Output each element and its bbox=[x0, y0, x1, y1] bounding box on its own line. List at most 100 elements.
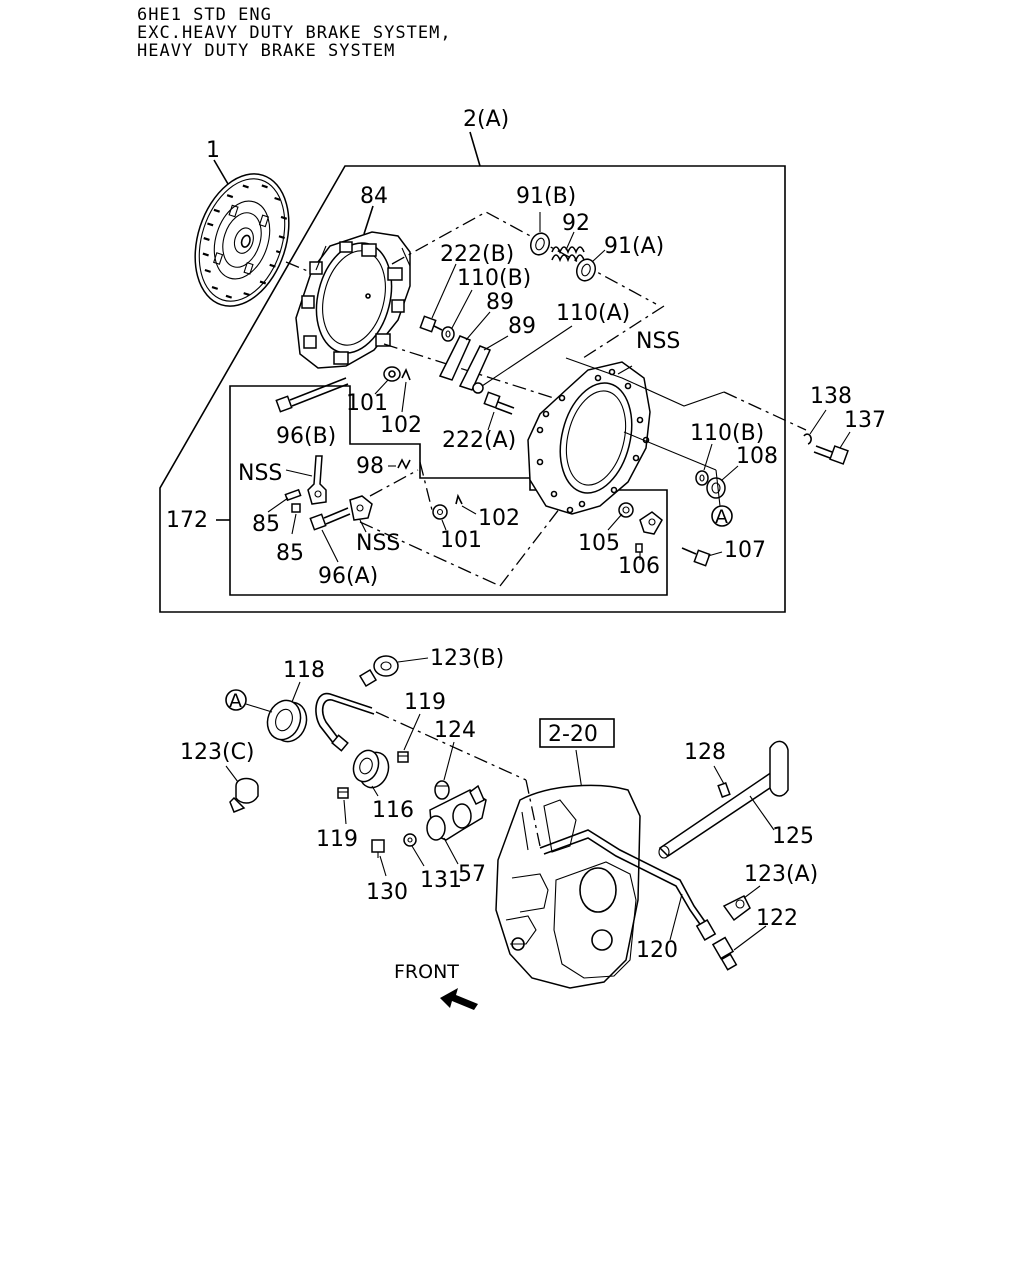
washer-part-110b-top bbox=[441, 326, 455, 342]
disc-center-dashed-line bbox=[285, 261, 311, 273]
assembly-2a-leader bbox=[469, 131, 481, 167]
callout-nss-bottom: NSS bbox=[356, 531, 400, 556]
callout-110b-right: 110(B) bbox=[690, 421, 764, 446]
washer-part-101-bottom bbox=[432, 504, 448, 520]
nut-part-105 bbox=[618, 502, 634, 518]
clip-part-102-top bbox=[401, 368, 411, 381]
callout-123c-leader bbox=[225, 765, 239, 783]
callout-131-leader bbox=[411, 845, 425, 867]
release-lever-nss bbox=[307, 455, 327, 505]
callout-89a-leader bbox=[465, 311, 491, 341]
callout-172: 172 bbox=[166, 508, 208, 533]
callout-96a-leader bbox=[321, 529, 339, 563]
callout-85b: 85 bbox=[276, 541, 304, 566]
callout-120-leader bbox=[669, 893, 683, 941]
callout-107-leader bbox=[707, 551, 723, 557]
callout-marker-a-top: A bbox=[715, 506, 728, 528]
callout-91b: 91(B) bbox=[516, 184, 576, 209]
callout-101-bottom-leader bbox=[441, 519, 447, 531]
hose-pipe-upper bbox=[315, 692, 375, 752]
clutch-disc-part-1 bbox=[194, 173, 290, 307]
callout-102-bottom: 102 bbox=[478, 506, 520, 531]
callout-123a-leader bbox=[743, 885, 761, 899]
bolt-part-222a bbox=[483, 391, 515, 415]
bolt-part-137 bbox=[813, 445, 849, 465]
washer-part-138 bbox=[803, 433, 812, 445]
reference-marker-a-top bbox=[711, 505, 733, 527]
fitting-part-122 bbox=[711, 936, 738, 971]
spring-part-92 bbox=[551, 246, 585, 263]
callout-122-leader bbox=[733, 925, 767, 951]
clip-part-123c bbox=[229, 777, 259, 813]
callout-85b-leader bbox=[291, 513, 297, 535]
callout-92: 92 bbox=[562, 211, 590, 236]
callout-222a-leader bbox=[487, 411, 495, 431]
header-line-2: EXC.HEAVY DUTY BRAKE SYSTEM, bbox=[137, 23, 452, 43]
callout-123a: 123(A) bbox=[744, 862, 818, 887]
hose-dashed-line bbox=[375, 711, 527, 781]
callout-102-top-leader bbox=[401, 381, 407, 413]
callout-124-leader bbox=[443, 741, 455, 781]
callout-137-leader bbox=[839, 431, 851, 449]
front-direction-arrow bbox=[440, 988, 478, 1010]
callout-nss-left: NSS bbox=[238, 461, 282, 486]
nut-part-108 bbox=[706, 477, 726, 499]
callout-124: 124 bbox=[434, 718, 476, 743]
callout-138-leader bbox=[809, 409, 827, 435]
callout-nss-top: NSS bbox=[636, 329, 680, 354]
callout-98: 98 bbox=[356, 454, 384, 479]
callout-118: 118 bbox=[283, 658, 325, 683]
callout-222b-leader bbox=[431, 263, 457, 319]
callout-119-bottom: 119 bbox=[316, 827, 358, 852]
strap-plate-part-89 bbox=[438, 335, 492, 391]
marker-a-top-leader bbox=[715, 469, 721, 507]
callout-85a-leader bbox=[267, 497, 289, 513]
washer-part-101-top bbox=[383, 366, 401, 382]
callout-110a: 110(A) bbox=[556, 301, 630, 326]
callout-130-leader bbox=[379, 855, 387, 877]
pipe-part-120 bbox=[539, 829, 717, 941]
callout-119-top-leader bbox=[403, 713, 421, 751]
shaft-part-125 bbox=[658, 740, 789, 859]
part-98-dashed-link bbox=[419, 461, 433, 511]
clutch-housing bbox=[495, 784, 641, 989]
reference-box-2-20 bbox=[539, 718, 615, 748]
header-line-1: 6HE1 STD ENG bbox=[137, 5, 272, 25]
callout-marker-a-bottom: A bbox=[229, 690, 242, 712]
callout-2-20: 2-20 bbox=[548, 722, 598, 747]
plate-guide-dashed-line bbox=[391, 211, 657, 305]
callout-89a: 89 bbox=[486, 290, 514, 315]
callout-130: 130 bbox=[366, 880, 408, 905]
callout-108: 108 bbox=[736, 444, 778, 469]
callout-91a-leader bbox=[591, 249, 606, 263]
release-bearing-part-118 bbox=[266, 699, 308, 743]
pin-part-85-top bbox=[284, 488, 302, 502]
callout-96b: 96(B) bbox=[276, 424, 336, 449]
callout-2a: 2(A) bbox=[463, 107, 509, 132]
callout-102-bottom-leader bbox=[461, 505, 477, 515]
clip-part-102-bottom bbox=[455, 493, 463, 505]
callout-119-bottom-leader bbox=[343, 799, 347, 825]
callout-1-leader bbox=[213, 159, 229, 185]
marker-a-bottom-leader bbox=[245, 703, 273, 713]
release-fork-part-57 bbox=[426, 784, 487, 841]
nut-part-110a bbox=[472, 382, 484, 394]
cover-right-dashed-line bbox=[579, 305, 665, 361]
callout-116: 116 bbox=[372, 798, 414, 823]
callout-labels: 1 2(A) 84 91(B) 92 91(A) 222(B) 110(B) 8… bbox=[166, 107, 886, 983]
callout-57: 57 bbox=[458, 862, 486, 887]
washer-part-110b-right bbox=[695, 470, 709, 486]
bolt-part-107 bbox=[681, 547, 711, 567]
callout-125-leader bbox=[749, 795, 775, 831]
callout-122: 122 bbox=[756, 906, 798, 931]
callout-57-leader bbox=[443, 837, 459, 865]
callout-138-leader-dashed bbox=[723, 391, 807, 431]
callout-84-leader bbox=[363, 205, 374, 235]
header-line-3: HEAVY DUTY BRAKE SYSTEM bbox=[137, 41, 396, 61]
spring-part-98 bbox=[397, 458, 411, 470]
callout-128: 128 bbox=[684, 740, 726, 765]
callout-105: 105 bbox=[578, 531, 620, 556]
eyebolt-nss bbox=[349, 495, 373, 521]
bracket-part-106 bbox=[635, 511, 663, 553]
